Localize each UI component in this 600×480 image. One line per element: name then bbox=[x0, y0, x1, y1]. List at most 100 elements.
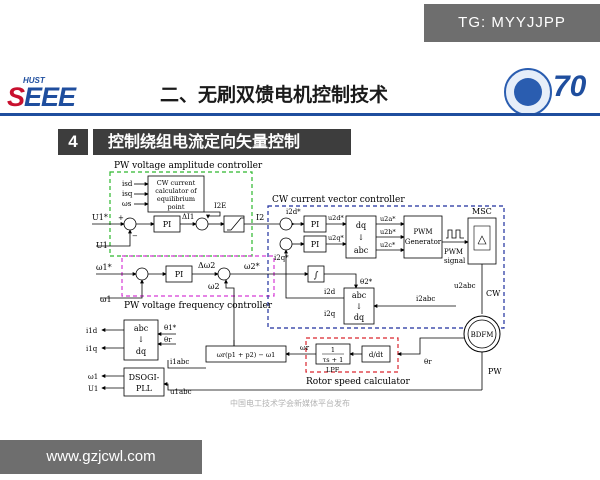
pwm-generator-line-2: Generator bbox=[405, 238, 442, 246]
label-i2: I2 bbox=[256, 213, 264, 222]
cw-vector-title: CW current vector controller bbox=[272, 195, 405, 205]
label-i2q: i2q bbox=[324, 310, 336, 318]
pwm-signal-line-1: PWM bbox=[444, 248, 463, 256]
label-u2b-star: u2b* bbox=[380, 228, 396, 236]
sum-voltage-plus: + bbox=[118, 214, 124, 222]
pwm-signal-line-2: signal bbox=[444, 257, 466, 265]
pi-d-label: PI bbox=[311, 220, 320, 229]
cw-calc-line-2: calculator of bbox=[155, 187, 197, 195]
label-theta2-star: θ2* bbox=[360, 278, 373, 286]
label-u1: U1 bbox=[96, 241, 108, 250]
bdfm-machine-inner bbox=[467, 319, 497, 349]
abc-dq-bottom: dq bbox=[354, 313, 364, 322]
u1-feedback-signal bbox=[96, 229, 132, 247]
sum-junction-frequency bbox=[135, 267, 149, 281]
logo-hust-text: HUST bbox=[23, 76, 45, 85]
i2e-signal bbox=[204, 211, 221, 219]
label-i2e: I2E bbox=[214, 202, 226, 210]
label-delta-i1: ΔI1 bbox=[182, 213, 194, 221]
logo-rest-letters: EEE bbox=[24, 82, 76, 112]
label-u2a-star: u2a* bbox=[380, 215, 396, 223]
i2d-feedback bbox=[284, 249, 344, 299]
pw-label: PW bbox=[488, 367, 502, 376]
label-u2c-star: u2c* bbox=[380, 241, 396, 249]
label-wr: ωr bbox=[300, 344, 310, 352]
abc-dq-top: abc bbox=[352, 291, 367, 300]
label-w2-star: ω2* bbox=[244, 262, 260, 271]
anniversary-logo: 70 bbox=[553, 70, 587, 103]
watermark-text: 中国电工技术学会新媒体平台发布 bbox=[230, 399, 350, 408]
label-i2abc: i2abc bbox=[416, 295, 435, 303]
pwm-generator-block bbox=[403, 215, 443, 259]
rotor-speed-title: Rotor speed calculator bbox=[306, 377, 410, 387]
cw-calc-line-1: CW current bbox=[157, 179, 196, 187]
integrator-label: ∫ bbox=[314, 271, 319, 281]
logo-seee-text: SEEE bbox=[7, 82, 76, 113]
frequency-formula: ωr(p1 + p2) − ω1 bbox=[217, 351, 276, 359]
label-i2d: i2d bbox=[324, 288, 336, 296]
dq-abc-transform-block bbox=[345, 215, 377, 259]
dsogi-line-1: DSOGI- bbox=[129, 373, 160, 382]
label-u1abc: u1abc bbox=[170, 388, 192, 396]
lpf-denominator: τs + 1 bbox=[323, 356, 344, 364]
abc-dq-pw-arrow: ↓ bbox=[138, 335, 145, 344]
msc-inner-box bbox=[473, 225, 491, 251]
msc-label: MSC bbox=[472, 207, 492, 216]
abc-dq-pw-bottom: dq bbox=[136, 347, 146, 356]
label-i1abc: i1abc bbox=[170, 358, 189, 366]
cw-label: CW bbox=[486, 289, 501, 298]
label-u2q-star: u2q* bbox=[328, 234, 344, 242]
label-u2abc: u2abc bbox=[454, 282, 476, 290]
i1abc-signal bbox=[167, 360, 206, 369]
dq-abc-bottom: abc bbox=[354, 246, 369, 255]
u1abc-signal bbox=[163, 382, 482, 391]
bdfm-label: BDFM bbox=[471, 331, 494, 339]
header-rule bbox=[0, 113, 600, 116]
dq-abc-arrow: ↓ bbox=[358, 233, 365, 242]
limiter-curve bbox=[227, 217, 244, 231]
dsogi-line-2: PLL bbox=[136, 384, 153, 393]
sum-junction-d bbox=[279, 217, 293, 231]
label-w1-star: ω1* bbox=[96, 263, 112, 272]
label-i2q-star: i2q* bbox=[274, 254, 289, 262]
pw-frequency-controller-region bbox=[121, 255, 275, 297]
label-isq-in: isq bbox=[122, 190, 133, 198]
section-number: 4 bbox=[58, 129, 88, 155]
sum-junction-voltage bbox=[123, 217, 137, 231]
abc-dq-transform-block bbox=[343, 287, 375, 325]
pw-frequency-title: PW voltage frequency controller bbox=[124, 301, 273, 311]
section-bar bbox=[93, 129, 351, 155]
page-title: 二、无刷双馈电机控制技术 bbox=[160, 84, 389, 106]
abc-dq-pw-top: abc bbox=[134, 324, 149, 333]
label-u1-out: U1 bbox=[88, 385, 98, 393]
label-w1: ω1 bbox=[100, 295, 112, 304]
section-title: 控制绕组电流定向矢量控制 bbox=[108, 132, 301, 151]
tg-badge: TG: MYYJJPP bbox=[424, 4, 600, 42]
site-url-bar: www.gzjcwl.com bbox=[0, 440, 202, 474]
abc-dq-transform-pw bbox=[123, 319, 159, 361]
dq-abc-top: dq bbox=[356, 221, 366, 230]
label-w2: ω2 bbox=[208, 282, 220, 291]
msc-converter-block bbox=[467, 217, 497, 265]
cw-calc-line-3: equilibrium bbox=[157, 195, 195, 203]
label-theta-r: θr bbox=[424, 358, 432, 366]
label-u2d-star: u2d* bbox=[328, 214, 344, 222]
ddt-label: d/dt bbox=[369, 351, 383, 359]
sum-junction-q bbox=[279, 237, 293, 251]
label-i1q: i1q bbox=[86, 345, 98, 353]
seee-logo: HUST SEEE bbox=[7, 76, 76, 116]
label-ws-in: ωs bbox=[122, 200, 132, 208]
pw-voltage-title: PW voltage amplitude controller bbox=[114, 161, 263, 171]
label-theta-r-pw: θr bbox=[164, 336, 172, 344]
w1-feedback-signal bbox=[100, 279, 144, 299]
dsogi-pll-block bbox=[123, 367, 165, 397]
label-i2d-star: i2d* bbox=[286, 208, 301, 216]
theta2-signal bbox=[324, 273, 358, 289]
label-u1-star: U1* bbox=[92, 213, 108, 222]
control-block-diagram: PW voltage amplitude controller CW curre… bbox=[86, 161, 505, 397]
label-w1-out: ω1 bbox=[88, 373, 98, 381]
label-isd-in: isd bbox=[122, 180, 133, 188]
label-delta-w2: Δω2 bbox=[198, 261, 215, 270]
sum-junction-slip bbox=[217, 267, 231, 281]
sum-voltage-minus: − bbox=[132, 232, 138, 240]
